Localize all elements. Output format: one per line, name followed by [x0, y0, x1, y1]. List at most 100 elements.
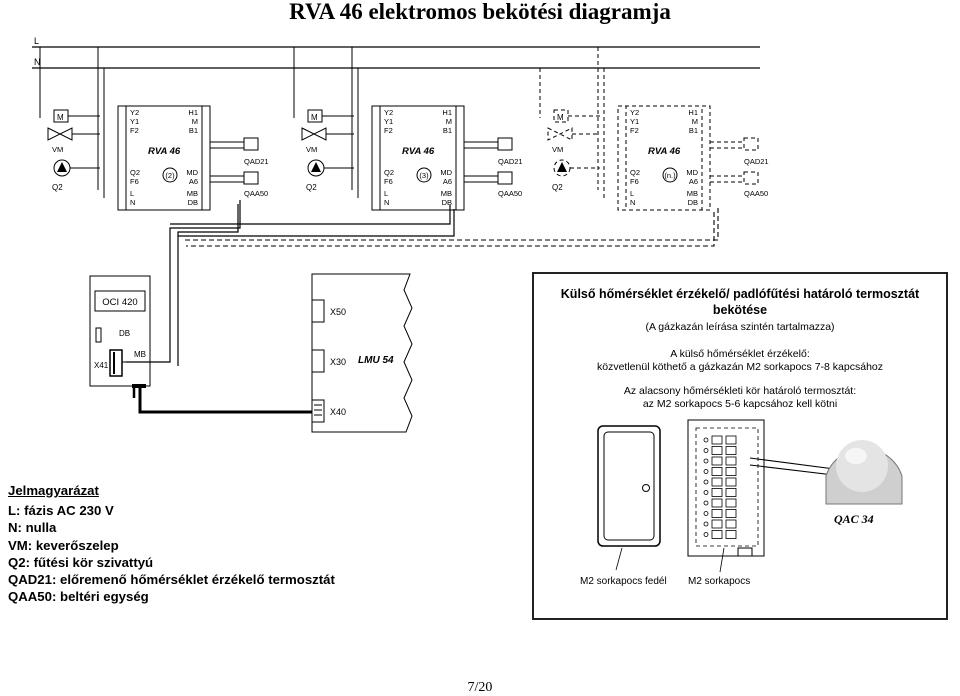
qad21-icon: [243, 137, 259, 151]
legend: Jelmagyarázat L: fázis AC 230 V N: nulla…: [8, 482, 335, 605]
terminal-label: A6: [443, 177, 452, 186]
terminal-label: Q2: [384, 168, 394, 177]
qac34-label: QAC 34: [834, 512, 874, 526]
terminal-label: DB: [442, 198, 452, 207]
terminal-label: B1: [443, 126, 452, 135]
terminal-row: [725, 467, 737, 476]
valve-label: VM: [52, 145, 63, 154]
controller-number: (3): [419, 171, 429, 180]
terminal-screw: [703, 479, 709, 485]
terminal-screw: [703, 469, 709, 474]
terminal-label: N: [630, 198, 635, 207]
legend-item: Q2: fűtési kör szivattyú: [8, 554, 154, 570]
terminal-screw: [703, 490, 709, 495]
valve-icon: [301, 127, 327, 141]
terminal-label: L: [384, 189, 388, 198]
valve-icon: [547, 127, 573, 141]
terminal-row: [725, 446, 737, 455]
terminal-label: F6: [630, 177, 639, 186]
qad21-label: QAD21: [244, 157, 269, 166]
valve-icon: [47, 127, 73, 141]
terminal-row: [711, 498, 723, 508]
qad21-icon: [743, 137, 759, 151]
terminal-label: B1: [689, 126, 698, 135]
terminal-label: Y2: [630, 108, 639, 117]
pump-label: Q2: [552, 183, 563, 192]
terminal-label: A6: [189, 177, 198, 186]
terminal-row: [711, 446, 723, 455]
oci-db-label: DB: [119, 329, 130, 338]
terminal-row: [711, 435, 723, 445]
terminal-row: [711, 519, 723, 529]
legend-title: Jelmagyarázat: [8, 483, 99, 498]
m2-terminal-label: M2 sorkapocs: [688, 576, 751, 587]
legend-item: QAD21: előremenő hőmérséklet érzékelő te…: [8, 572, 335, 588]
terminal-label: B1: [189, 126, 198, 135]
terminal-label: F2: [130, 126, 139, 135]
terminal-row: [725, 530, 737, 539]
terminal-label: M: [446, 117, 452, 126]
terminal-row: [711, 509, 723, 518]
oci-label: OCI 420: [102, 297, 137, 308]
terminal-screw: [703, 521, 709, 527]
terminal-label: MD: [686, 168, 698, 177]
motor-label: M: [57, 113, 64, 122]
qaa50-icon: [743, 171, 759, 185]
motor-label: M: [557, 113, 564, 122]
legend-item: N: nulla: [8, 520, 57, 536]
terminal-label: MB: [187, 189, 198, 198]
qaa50-icon: [497, 171, 513, 185]
terminal-label: Y1: [630, 117, 639, 126]
terminal-label: A6: [689, 177, 698, 186]
oci-mb-label: MB: [134, 350, 146, 359]
qad21-label: QAD21: [498, 157, 523, 166]
pump-label: Q2: [306, 183, 317, 192]
terminal-row: [725, 435, 737, 445]
line-l-label: L: [34, 36, 39, 46]
terminal-row: [725, 488, 737, 497]
legend-item: L: fázis AC 230 V: [8, 503, 114, 519]
terminal-label: M: [692, 117, 698, 126]
valve-label: VM: [306, 145, 317, 154]
terminal-row: [711, 456, 723, 466]
controller-name: RVA 46: [148, 146, 181, 157]
lmu-name-label: LMU 54: [358, 355, 394, 366]
line-n-label: N: [34, 57, 41, 67]
terminal-label: N: [130, 198, 135, 207]
terminal-row: [725, 477, 737, 487]
terminal-row: [711, 530, 723, 539]
terminal-label: H1: [442, 108, 452, 117]
lmu-x40-label: X40: [330, 407, 346, 417]
terminal-row: [711, 488, 723, 497]
terminal-label: Y2: [130, 108, 139, 117]
terminal-label: F2: [384, 126, 393, 135]
terminal-label: L: [630, 189, 634, 198]
terminal-screw: [703, 448, 709, 453]
terminal-row: [725, 498, 737, 508]
terminal-label: Q2: [630, 168, 640, 177]
terminal-screw: [703, 500, 709, 506]
valve-label: VM: [552, 145, 563, 154]
terminal-row: [711, 477, 723, 487]
pump-label: Q2: [52, 183, 63, 192]
oci-x41-label: X41: [94, 361, 109, 370]
qaa50-label: QAA50: [498, 189, 522, 198]
terminal-label: N: [384, 198, 389, 207]
note-subtitle: (A gázkazán leírása szintén tartalmazza): [645, 321, 835, 333]
motor-label: M: [311, 113, 318, 122]
lmu-x30-label: X30: [330, 357, 346, 367]
terminal-label: MB: [441, 189, 452, 198]
controller-name: RVA 46: [402, 146, 435, 157]
terminal-label: H1: [188, 108, 198, 117]
qaa50-label: QAA50: [244, 189, 268, 198]
note-title-1: Külső hőmérséklet érzékelő/ padlófűtési …: [560, 287, 920, 301]
lmu-x50-label: X50: [330, 307, 346, 317]
terminal-screw: [703, 458, 709, 464]
terminal-row: [725, 456, 737, 466]
terminal-label: H1: [688, 108, 698, 117]
controller-name: RVA 46: [648, 146, 681, 157]
note-line-1: A külső hőmérséklet érzékelő:: [670, 348, 810, 360]
terminal-screw: [703, 532, 709, 537]
